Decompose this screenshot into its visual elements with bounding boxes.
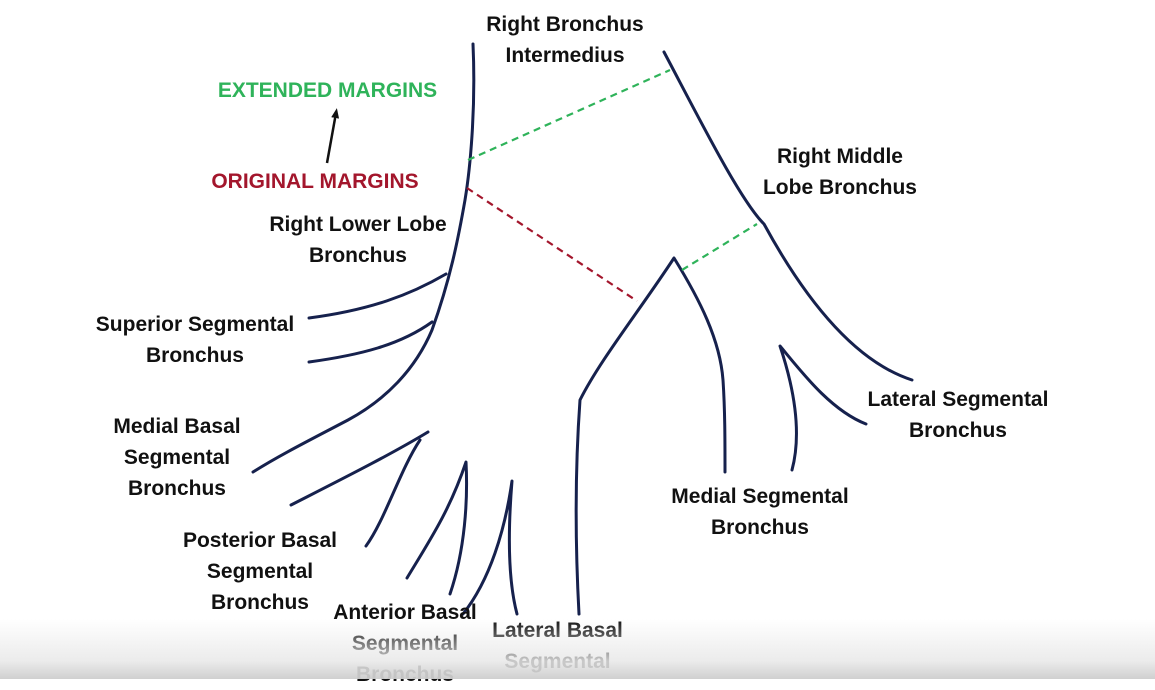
label-line: Segmental bbox=[504, 650, 611, 673]
label-line: Bronchus bbox=[908, 419, 1007, 442]
extended-margins-label: EXTENDED MARGINS bbox=[200, 75, 455, 106]
label-line: Bronchus bbox=[710, 516, 809, 539]
lateral-basal-branch bbox=[461, 479, 519, 616]
label-medial-segmental-bronchus: Medial Segmental Bronchus bbox=[650, 481, 870, 543]
extended-margin-upper bbox=[467, 68, 671, 162]
label-line: Intermedius bbox=[505, 44, 625, 67]
label-superior-segmental-bronchus: Superior Segmental Bronchus bbox=[80, 309, 310, 371]
lower-lobe-trunk bbox=[251, 42, 476, 474]
superior-segmental-upper bbox=[307, 272, 448, 320]
label-anterior-basal-segmental-bronchus: Anterior Basal Segmental Bronchus bbox=[315, 597, 495, 690]
label-lateral-segmental-bronchus: Lateral Segmental Bronchus bbox=[848, 384, 1068, 446]
label-right-middle-lobe-bronchus: Right Middle Lobe Bronchus bbox=[740, 141, 940, 203]
original-margins-label: ORIGINAL MARGINS bbox=[190, 166, 440, 197]
original-margins-text: ORIGINAL MARGINS bbox=[211, 170, 419, 193]
anterior-basal-branch bbox=[405, 460, 469, 596]
label-right-bronchus-intermedius: Right Bronchus Intermedius bbox=[460, 9, 670, 71]
label-line: Superior Segmental bbox=[95, 313, 295, 336]
label-line: Medial Basal bbox=[113, 415, 241, 438]
label-line: Bronchus bbox=[145, 344, 244, 367]
label-lateral-basal-segmental: Lateral Basal Segmental bbox=[475, 615, 640, 677]
extended-margin-lower bbox=[681, 223, 758, 271]
label-line: Right Bronchus bbox=[486, 13, 644, 36]
label-line: Segmental bbox=[351, 632, 459, 655]
label-line: Lateral Segmental bbox=[867, 388, 1049, 411]
posterior-basal-lower-branch bbox=[364, 438, 422, 548]
label-line: Bronchus bbox=[210, 591, 309, 614]
label-line: Right Lower Lobe bbox=[269, 213, 447, 236]
label-line: Anterior Basal bbox=[333, 601, 477, 624]
label-line: Bronchus bbox=[127, 477, 226, 500]
label-line: Posterior Basal bbox=[182, 529, 338, 552]
label-line: Segmental bbox=[206, 560, 314, 583]
original-margin bbox=[466, 187, 638, 302]
label-medial-basal-segmental-bronchus: Medial Basal Segmental Bronchus bbox=[92, 411, 262, 504]
label-line: Medial Segmental bbox=[671, 485, 849, 508]
label-line: Segmental bbox=[123, 446, 231, 469]
label-line: Lateral Basal bbox=[492, 619, 623, 642]
margin-arrow bbox=[325, 108, 340, 164]
label-right-lower-lobe-bronchus: Right Lower Lobe Bronchus bbox=[248, 209, 468, 271]
superior-segmental-lower bbox=[307, 320, 434, 364]
label-line: Bronchus bbox=[355, 663, 454, 686]
label-line: Lobe Bronchus bbox=[762, 176, 917, 199]
label-line: Right Middle bbox=[777, 145, 903, 168]
label-posterior-basal-segmental-bronchus: Posterior Basal Segmental Bronchus bbox=[160, 525, 360, 618]
extended-margins-text: EXTENDED MARGINS bbox=[217, 79, 438, 102]
posterior-basal-upper-branch bbox=[289, 430, 430, 507]
intermedius-branch bbox=[662, 50, 914, 382]
lateral-segmental-branch bbox=[778, 344, 868, 472]
middle-lobe-branch bbox=[574, 256, 727, 616]
label-line: Bronchus bbox=[308, 244, 407, 267]
